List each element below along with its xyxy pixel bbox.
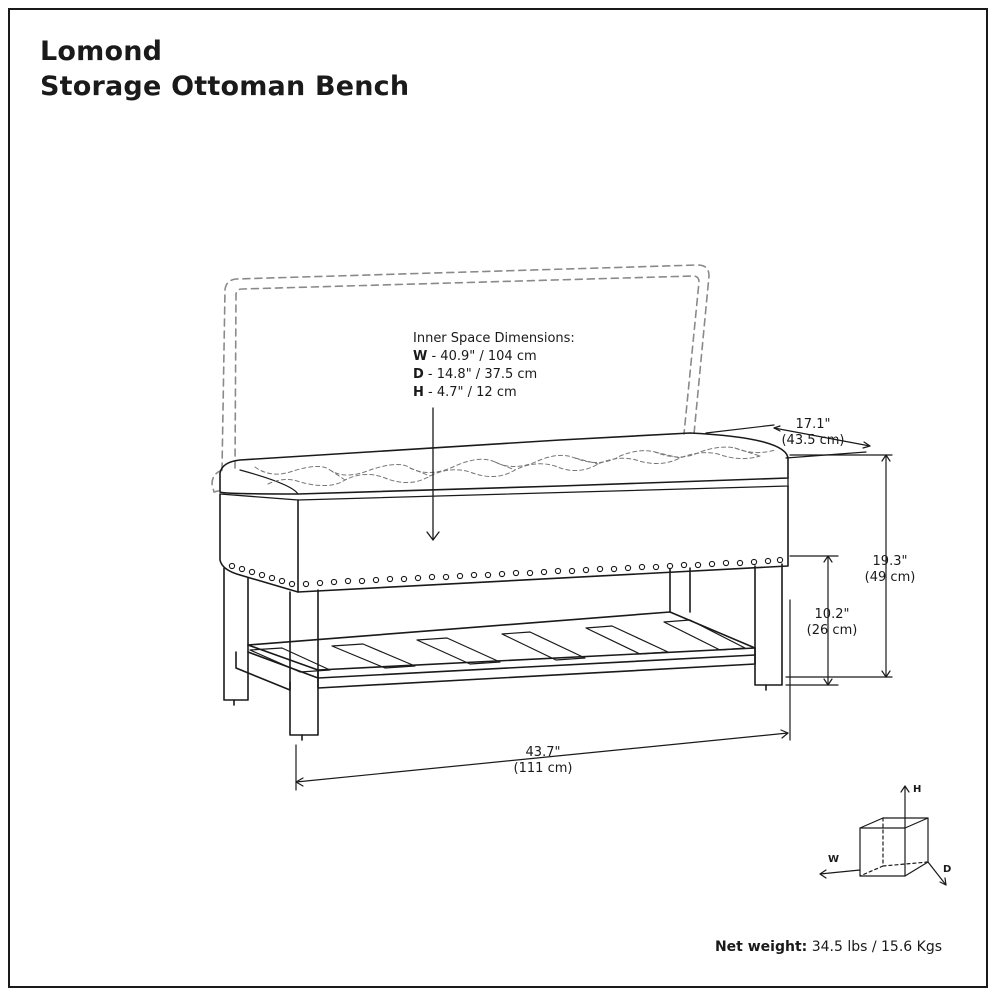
width-dimension-line <box>295 599 791 791</box>
height-inches: 19.3" <box>872 554 908 569</box>
nailhead-trim <box>228 556 784 588</box>
inner-width-key: W <box>413 349 428 364</box>
inner-depth-key: D <box>413 367 424 382</box>
depth-cm: (43.5 cm) <box>781 433 845 448</box>
inner-width: W - 40.9" / 104 cm <box>413 348 575 366</box>
width-inches: 43.7" <box>525 745 561 760</box>
inner-depth-value: - 14.8" / 37.5 cm <box>423 367 538 382</box>
depth-inches: 17.1" <box>795 417 831 432</box>
width-cm: (111 cm) <box>513 761 573 776</box>
inner-width-value: - 40.9" / 104 cm <box>427 349 537 364</box>
inner-space-dimensions: Inner Space Dimensions: W - 40.9" / 104 … <box>413 330 575 402</box>
inner-height: H - 4.7" / 12 cm <box>413 384 575 402</box>
inner-space-title: Inner Space Dimensions: <box>413 331 575 346</box>
axis-cube <box>819 785 947 886</box>
axis-label-w: W <box>828 854 840 865</box>
axis-label-h: H <box>913 784 922 795</box>
cushion <box>219 432 789 501</box>
shelf-height-cm: (26 cm) <box>806 623 858 638</box>
depth-label: 17.1" (43.5 cm) <box>781 417 844 449</box>
net-weight-label: Net weight: <box>714 939 808 955</box>
inner-depth: D - 14.8" / 37.5 cm <box>413 366 575 384</box>
product-name: Lomond <box>40 36 163 67</box>
net-weight-value: 34.5 lbs / 15.6 Kgs <box>807 939 942 955</box>
axis-label-d: D <box>943 864 952 875</box>
width-label: 43.7" (111 cm) <box>514 745 573 777</box>
height-dimension-line <box>785 454 893 678</box>
shelf-height-inches: 10.2" <box>814 607 850 622</box>
net-weight: Net weight: 34.5 lbs / 15.6 Kgs <box>715 939 942 955</box>
storage-box <box>219 485 789 593</box>
product-type: Storage Ottoman Bench <box>40 71 410 102</box>
height-cm: (49 cm) <box>864 570 916 585</box>
shelf-height-label: 10.2" (26 cm) <box>807 607 858 639</box>
inner-height-key: H <box>413 385 424 400</box>
shelf-frame <box>235 611 756 691</box>
diagram-frame <box>8 8 988 988</box>
tufting <box>254 446 776 486</box>
height-label: 19.3" (49 cm) <box>865 554 916 586</box>
shelf-slats <box>249 619 746 673</box>
shelf-height-dimension-line <box>785 555 839 686</box>
inner-height-value: - 4.7" / 12 cm <box>423 385 517 400</box>
legs <box>223 563 783 741</box>
inner-space-arrow <box>426 407 440 541</box>
